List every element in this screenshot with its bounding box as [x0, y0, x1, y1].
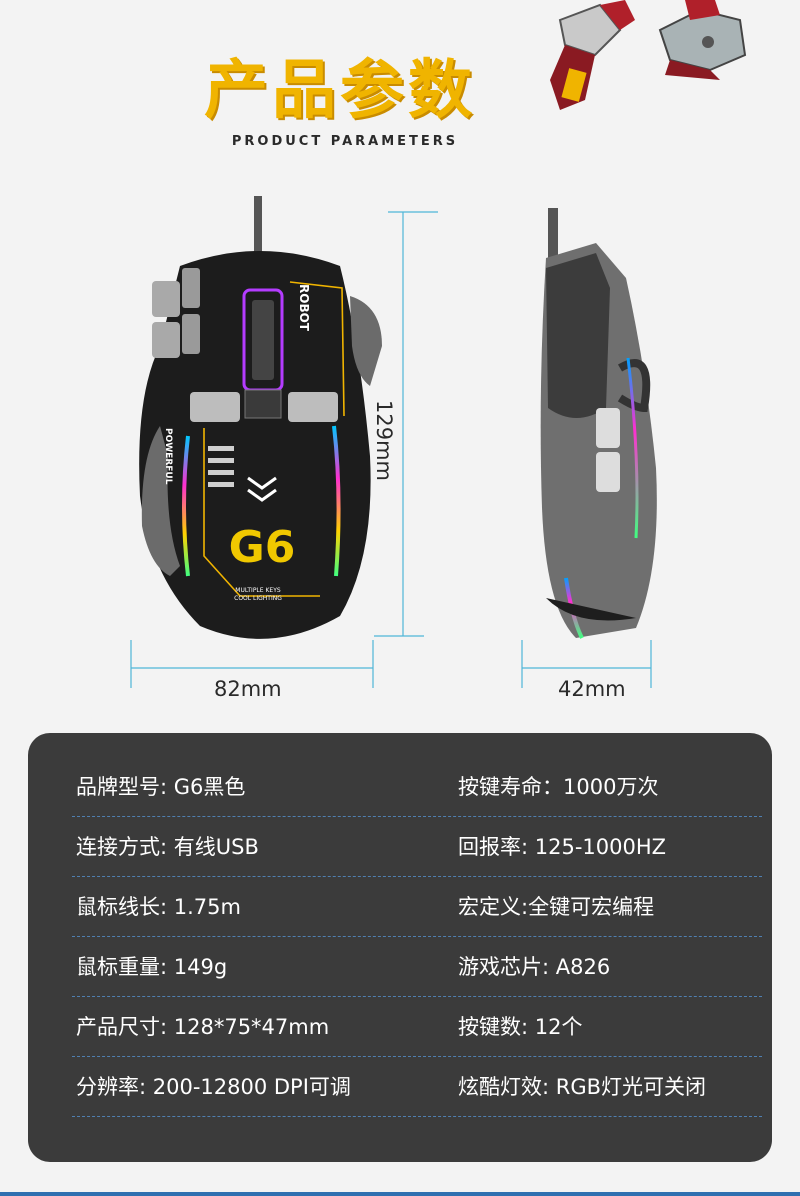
spec-row: 产品尺寸: 128*75*47mm 按键数: 12个	[72, 997, 762, 1057]
spec-cable-length: 鼠标线长: 1.75m	[76, 895, 241, 919]
spec-row: 连接方式: 有线USB 回报率: 125-1000HZ	[72, 817, 762, 877]
mouse-brand-side: POWERFUL	[163, 428, 173, 485]
robot-illustration	[550, 0, 747, 110]
spec-resolution: 分辨率: 200-12800 DPI可调	[76, 1075, 351, 1099]
spec-button-count: 按键数: 12个	[458, 1015, 583, 1039]
dimension-depth: 42mm	[558, 677, 626, 701]
spec-row: 鼠标重量: 149g 游戏芯片: A826	[72, 937, 762, 997]
page-title: 产品参数	[204, 54, 476, 128]
spec-polling-rate: 回报率: 125-1000HZ	[458, 835, 667, 859]
spec-chip: 游戏芯片: A826	[458, 955, 611, 979]
spec-row: 分辨率: 200-12800 DPI可调 炫酷灯效: RGB灯光可关闭	[72, 1057, 762, 1117]
mouse-side-view	[540, 208, 657, 639]
mouse-brand-top: ROBOT	[297, 284, 311, 332]
mouse-top-view: G6 MULTIPLE KEYS COOL LIGHTING ROBOT POW…	[139, 196, 382, 639]
spec-row: 品牌型号: G6黑色 按键寿命：1000万次	[72, 757, 762, 817]
page-subtitle: PRODUCT PARAMETERS	[231, 134, 459, 149]
mouse-tagline-1: MULTIPLE KEYS	[235, 587, 281, 594]
header: 产品参数	[0, 56, 800, 126]
spec-row: 鼠标线长: 1.75m 宏定义:全键可宏编程	[72, 877, 762, 937]
spec-panel: 品牌型号: G6黑色 按键寿命：1000万次 连接方式: 有线USB 回报率: …	[28, 733, 772, 1162]
spec-lighting: 炫酷灯效: RGB灯光可关闭	[458, 1075, 707, 1099]
dimension-width: 82mm	[214, 677, 282, 701]
bottom-accent-bar	[0, 1192, 800, 1196]
spec-brand-model: 品牌型号: G6黑色	[76, 775, 246, 799]
model-badge: G6	[229, 522, 296, 573]
spec-size: 产品尺寸: 128*75*47mm	[76, 1015, 330, 1039]
spec-connection: 连接方式: 有线USB	[76, 835, 259, 859]
mouse-tagline-2: COOL LIGHTING	[234, 595, 282, 602]
spec-weight: 鼠标重量: 149g	[76, 955, 228, 979]
spec-key-lifespan: 按键寿命：1000万次	[458, 775, 659, 799]
spec-macro: 宏定义:全键可宏编程	[458, 895, 655, 919]
